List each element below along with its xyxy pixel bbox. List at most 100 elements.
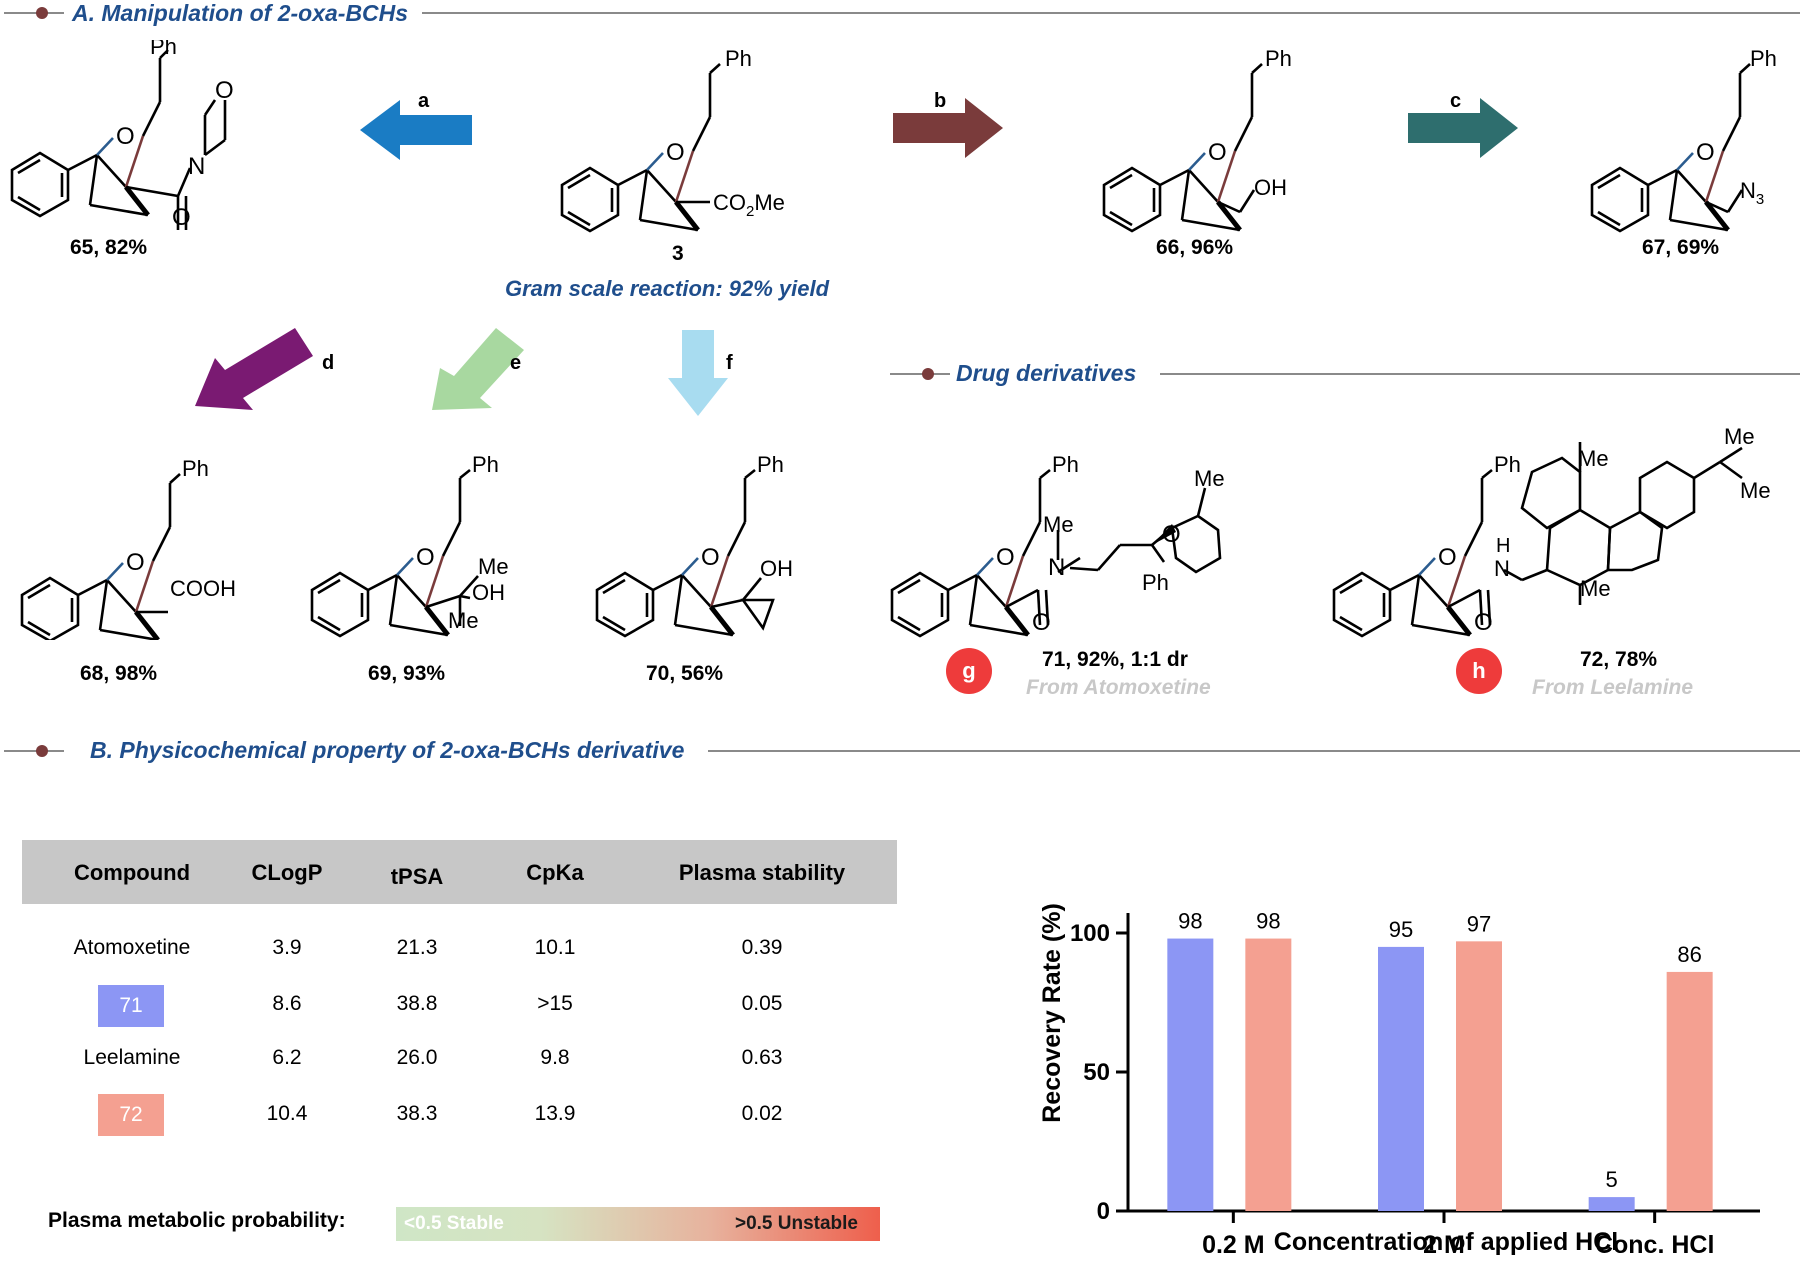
step-f: f <box>726 352 733 374</box>
unstable-label: >0.5 Unstable <box>734 1213 858 1234</box>
atom-label: O <box>1696 139 1715 166</box>
atom-label: O <box>172 204 191 230</box>
atom-label: O <box>1438 544 1457 571</box>
atom-label: Ph <box>725 46 752 71</box>
drug-title: Drug derivatives <box>956 360 1137 386</box>
label-68: 68, 98% <box>80 662 158 685</box>
y-axis-label: Recovery Rate (%) <box>1038 903 1066 1123</box>
atom-label: Me <box>478 554 509 579</box>
atom-label: Ph <box>1052 452 1079 477</box>
drug-bullet <box>922 368 934 380</box>
step-a: a <box>418 90 430 112</box>
atom-label: O <box>1162 521 1181 548</box>
atom-label: Me <box>1194 466 1225 491</box>
atom-label: Me <box>448 608 479 633</box>
atom-label: Ph <box>182 456 209 481</box>
table-header-cell: CpKa <box>526 860 584 885</box>
atom-label: O <box>215 77 234 104</box>
table-cell: Atomoxetine <box>73 936 191 959</box>
step-e: e <box>510 352 522 374</box>
section-a-bullet-line <box>4 12 64 14</box>
section-a-title: A. Manipulation of 2-oxa-BCHs <box>72 0 409 26</box>
table-cell: 3.9 <box>272 936 302 959</box>
bar-series-1 <box>1167 938 1214 1211</box>
arrow-a <box>360 100 472 160</box>
x-tick-label: Conc. HCl <box>1595 1231 1714 1255</box>
drug-bullet-line <box>890 373 950 375</box>
atom-label: Ph <box>1750 46 1777 71</box>
table-header-cell: Compound <box>73 860 191 885</box>
table-cell: 6.2 <box>272 1046 302 1069</box>
x-tick-label: 2 M <box>1423 1231 1465 1255</box>
table-cell: 10.4 <box>266 1102 308 1125</box>
recovery-bar-chart: Recovery Rate (%) Concentration of appli… <box>1038 903 1760 1255</box>
table-cell: Leelamine <box>83 1046 181 1069</box>
arrow-d <box>195 328 313 410</box>
atom-label: O <box>116 123 135 150</box>
label-70: 70, 56% <box>646 662 724 685</box>
atom-label: O <box>666 139 685 166</box>
table-cell: 8.6 <box>272 992 302 1015</box>
atom-label: O <box>416 544 435 571</box>
label-67: 67, 69% <box>1642 236 1720 259</box>
y-tick-label: 50 <box>1083 1059 1110 1086</box>
atom-label: O <box>1208 139 1227 166</box>
arrow-c <box>1408 98 1518 158</box>
table-header <box>22 840 897 904</box>
atom-label: CO2Me <box>713 190 785 220</box>
table-header-cell: Plasma stability <box>678 860 846 885</box>
atom-label: Me <box>1043 512 1074 537</box>
structure-67: O Ph N3 <box>1590 46 1777 233</box>
atom-label: O <box>126 549 145 576</box>
table-cell: >15 <box>537 992 573 1015</box>
compound-71-swatch: 71 <box>98 985 164 1027</box>
table-header-cell: tPSA <box>390 864 444 889</box>
plasma-legend-label: Plasma metabolic probability: <box>48 1209 346 1232</box>
reagent-h-badge: h <box>1456 648 1502 694</box>
atom-label: Me <box>1578 446 1609 471</box>
label-65: 65, 82% <box>70 236 148 259</box>
table-cell: 0.63 <box>741 1046 783 1069</box>
atom-label: Ph <box>150 40 177 59</box>
arrow-e <box>432 328 524 410</box>
structure-69: O Ph Me OH Me <box>310 452 509 638</box>
atom-label: Ph <box>1494 452 1521 477</box>
atom-label: COOH <box>170 576 236 601</box>
arrow-b <box>893 98 1003 158</box>
reagent-g-badge: g <box>946 648 992 694</box>
label-71: 71, 92%, 1:1 dr <box>1042 648 1188 671</box>
table-cell: 0.02 <box>741 1102 783 1125</box>
atom-label: N <box>1048 554 1065 581</box>
compound-72-swatch: 72 <box>98 1094 164 1136</box>
drug-rule <box>1160 373 1800 375</box>
table-cell: 21.3 <box>396 936 438 959</box>
bar-series-2 <box>1456 941 1502 1211</box>
step-d: d <box>322 352 335 374</box>
section-a-rule <box>422 12 1800 14</box>
atom-label: OH <box>1254 175 1287 200</box>
source-72: From Leelamine <box>1532 676 1694 699</box>
table-cell: 10.1 <box>534 936 576 959</box>
atom-label: Ph <box>1265 46 1292 71</box>
bar-data-label: 95 <box>1389 917 1413 942</box>
y-tick-label: 100 <box>1070 920 1110 947</box>
table-cell: 9.8 <box>540 1046 570 1069</box>
table-header-cell: CLogP <box>251 860 323 885</box>
atom-label: N <box>1494 556 1510 581</box>
atom-label: Ph <box>1142 570 1169 595</box>
atom-label: OH <box>472 580 505 605</box>
plasma-gradient-bar: <0.5 Stable >0.5 Unstable <box>396 1207 880 1241</box>
structure-71: O Ph N Me O O Ph Me <box>890 452 1225 638</box>
atom-label: H <box>1496 535 1510 557</box>
atom-label: O <box>1474 609 1493 636</box>
table-cell: 0.39 <box>741 936 783 959</box>
atom-label: Me <box>1580 576 1611 601</box>
atom-label: OH <box>760 556 793 581</box>
table-cell: 38.3 <box>396 1102 438 1125</box>
section-b-rule <box>708 750 1800 752</box>
label-3: 3 <box>672 242 684 265</box>
atom-label: Me <box>1740 478 1771 503</box>
atom-label: Ph <box>757 452 784 477</box>
table-cell: 13.9 <box>534 1102 576 1125</box>
atom-label: Ph <box>472 452 499 477</box>
